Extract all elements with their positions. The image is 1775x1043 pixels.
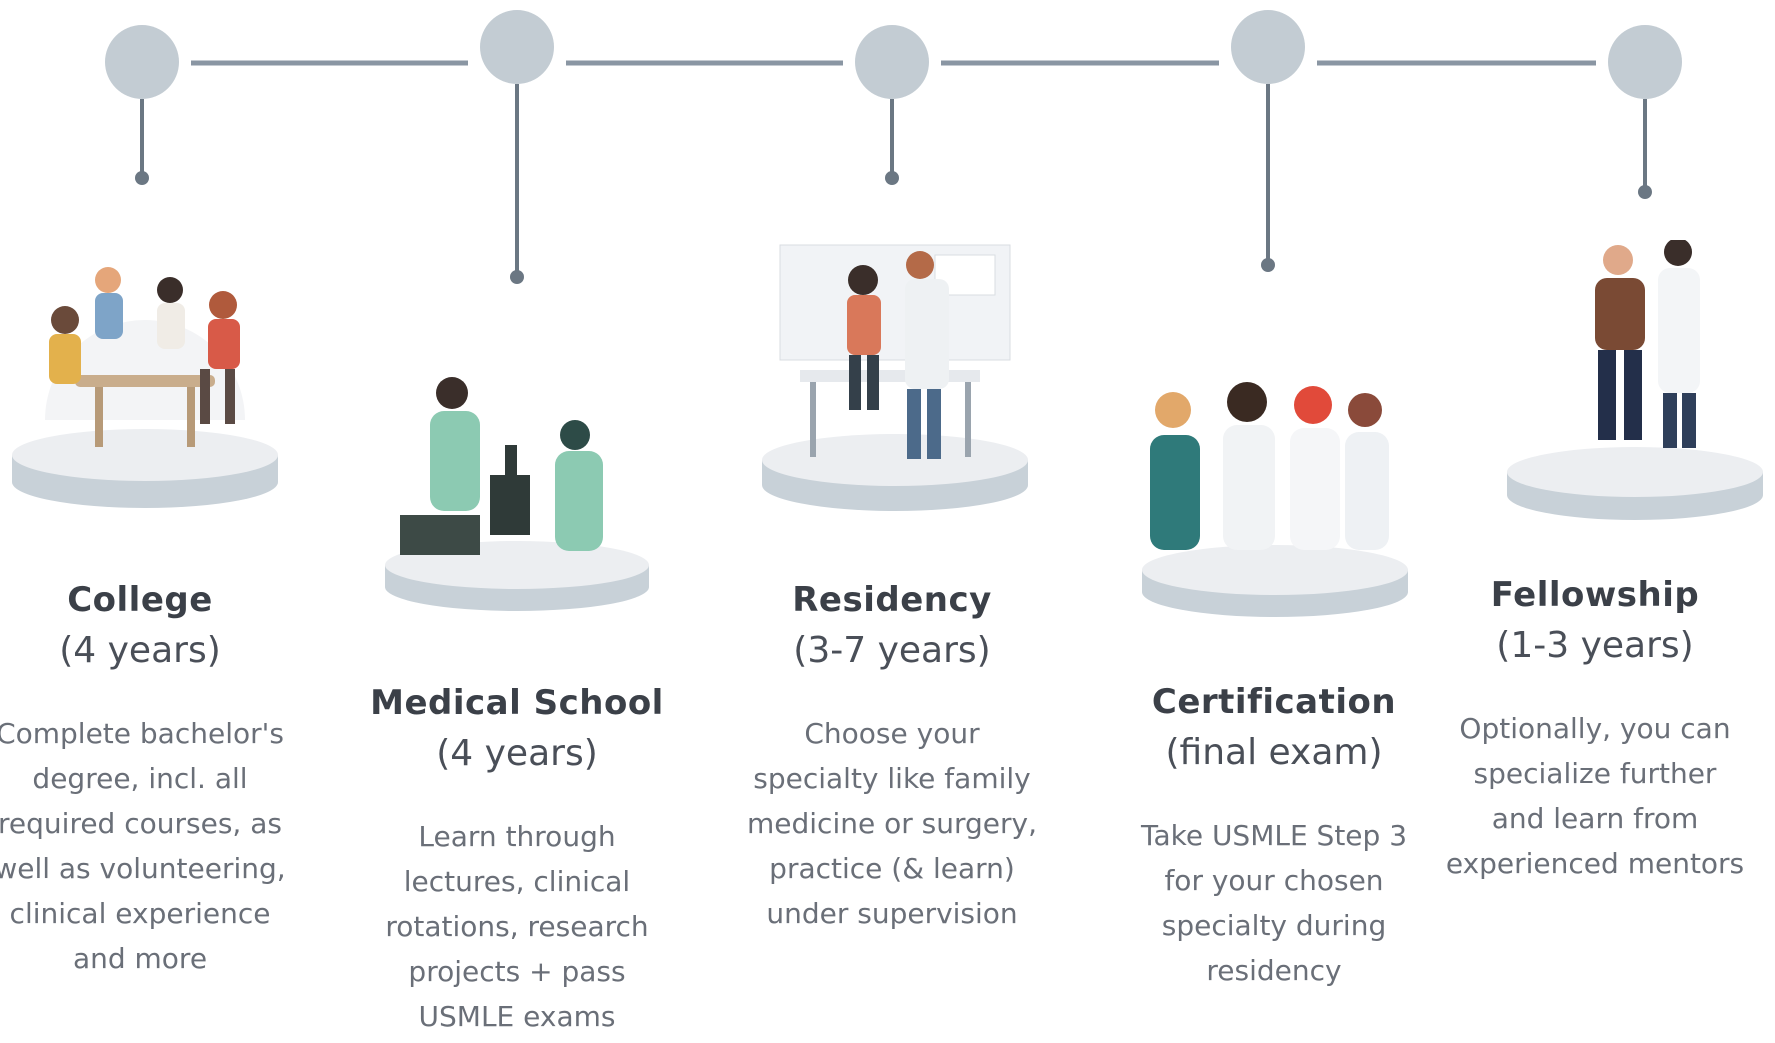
timeline-node: [480, 10, 554, 84]
stage-title: Medical School: [370, 683, 664, 723]
timeline-pin-dot: [510, 270, 524, 284]
timeline-node: [855, 25, 929, 99]
timeline-pin-dot: [135, 171, 149, 185]
timeline-nodes: [105, 10, 1682, 99]
timeline-node: [1608, 25, 1682, 99]
stage-title: Certification: [1151, 682, 1397, 722]
stage-description: Learn through lectures, clinical rotatio…: [385, 820, 649, 1033]
stage-description: Choose your specialty like family medici…: [747, 717, 1037, 930]
timeline-node: [1231, 10, 1305, 84]
stage-medical-school: Medical School (4 years) Learn through l…: [337, 683, 697, 1039]
stage-duration: (4 years): [59, 630, 221, 671]
stage-description: Take USMLE Step 3 for your chosen specia…: [1140, 819, 1408, 987]
stage-certification: Certification (final exam) Take USMLE St…: [1094, 682, 1454, 993]
timeline-pins: [135, 84, 1652, 284]
stage-description: Complete bachelor's degree, incl. all re…: [0, 717, 286, 975]
group-of-doctors-illustration: [1142, 382, 1408, 617]
stage-duration: (final exam): [1165, 732, 1383, 773]
stage-fellowship: Fellowship (1-3 years) Optionally, you c…: [1415, 575, 1775, 886]
timeline-node: [105, 25, 179, 99]
timeline-pin-dot: [885, 171, 899, 185]
stage-duration: (1-3 years): [1496, 625, 1694, 666]
stage-residency: Residency (3-7 years) Choose your specia…: [712, 580, 1072, 936]
timeline-pin-dot: [1638, 185, 1652, 199]
stage-duration: (4 years): [436, 733, 598, 774]
doctor-patient-illustration: [762, 244, 1028, 511]
medical-students-illustration: [385, 377, 649, 611]
stage-college: College (4 years) Complete bachelor's de…: [0, 580, 320, 981]
stage-title: Fellowship: [1490, 575, 1700, 615]
stage-duration: (3-7 years): [793, 630, 991, 671]
students-studying-illustration: [12, 267, 278, 508]
doctor-mentor-illustration: [1507, 240, 1763, 520]
stage-title: College: [67, 580, 213, 620]
stage-description: Optionally, you can specialize further a…: [1445, 712, 1745, 880]
timeline-pin-dot: [1261, 258, 1275, 272]
stage-title: Residency: [792, 580, 992, 620]
